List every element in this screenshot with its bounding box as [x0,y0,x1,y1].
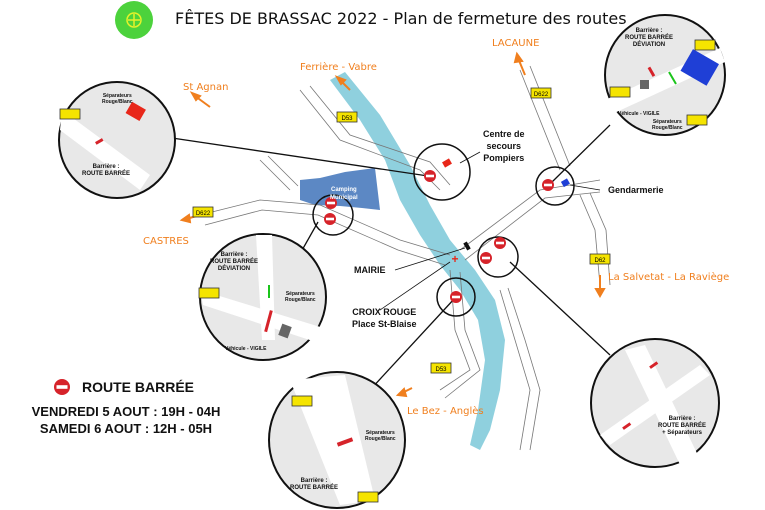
inset-tl-separators: Séparateurs Rouge/Blanc [102,93,133,105]
inset-mid-left [198,233,330,361]
mairie-marker [463,241,471,251]
label-camping: Camping Municipal [330,187,358,201]
pompiers-marker [442,158,452,168]
sign-d62: D62 [594,258,606,264]
callout-lines [171,124,611,391]
sign-d622-north: D622 [534,92,549,98]
river-agout [330,72,505,450]
legend-no-entry-icon [54,379,70,395]
legend-label: ROUTE BARRÉE [82,379,195,395]
destination-castres: CASTRES [143,236,189,247]
sign-d53-south: D53 [435,367,447,373]
inset-ml-separators: Séparateurs Rouge/Blanc [285,291,316,303]
label-croix-rouge: CROIX ROUGE Place St-Blaise [352,307,417,329]
inset-bottom-right [590,338,720,475]
inset-tr-barrier: Barrière : ROUTE BARRÉE DÉVIATION [625,28,674,48]
destination-le-bez: Le Bez - Anglès [407,406,484,417]
inset-tr-separators: Séparateurs Rouge/Blanc [652,119,683,131]
inset-top-left [58,81,176,199]
destination-lacaune: LACAUNE [492,38,540,49]
roads [199,65,611,451]
page-title: FÊTES DE BRASSAC 2022 - Plan de fermetur… [175,9,627,28]
legend-schedule-saturday: SAMEDI 6 AOUT : 12H - 05H [39,421,213,436]
inset-br-barrier: Barrière : ROUTE BARRÉE + Séparateurs [658,416,707,436]
inset-bm-barrier: Barrière : ROUTE BARRÉE [290,478,339,491]
festival-logo [115,1,153,39]
destination-ferriere: Ferrière - Vabre [300,62,377,73]
inset-ml-barrier: Barrière : ROUTE BARRÉE DÉVIATION [210,252,259,272]
gendarmerie-marker [560,178,570,188]
red-cross-icon: + [451,252,458,266]
road-signs: D53 D622 D622 D62 D53 [192,87,611,374]
inset-top-right [604,14,726,136]
destination-st-agnan: St Agnan [183,82,229,93]
sign-d53-north: D53 [341,116,353,122]
sign-d622-west: D622 [196,211,211,217]
inset-bm-separators: Séparateurs Rouge/Blanc [365,430,396,442]
inset-tr-vehicle: Véhicule - VIGILE [618,111,660,117]
legend-schedule-friday: VENDREDI 5 AOUT : 19H - 04H [31,404,221,419]
destination-arrows [179,51,606,398]
inset-bottom-mid [268,371,406,509]
inset-ml-vehicle: Véhicule - VIGILE [225,346,267,352]
inset-tl-barrier: Barrière : ROUTE BARRÉE [82,164,131,177]
label-pompiers: Centre de secours Pompiers [483,129,525,163]
closure-zones [312,143,575,317]
label-gendarmerie: Gendarmerie [608,185,664,195]
destination-salvetat: La Salvetat - La Raviège [608,272,730,283]
label-mairie: MAIRIE [354,265,386,275]
